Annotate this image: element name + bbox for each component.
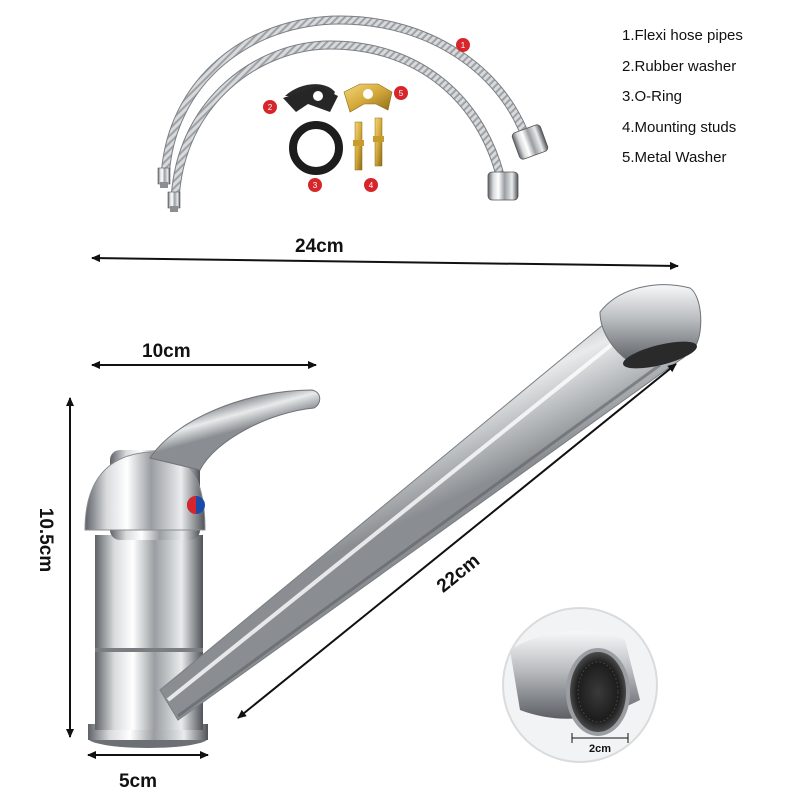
aerator-inset: 2cm [502, 607, 658, 763]
badge-o-ring: 3 [308, 178, 322, 192]
badge-metal-washer: 5 [394, 86, 408, 100]
legend-item-hose: 1.Flexi hose pipes [622, 27, 743, 44]
svg-text:10cm: 10cm [142, 341, 191, 362]
dimension-base-diameter: 5cm [87, 751, 209, 792]
svg-text:5cm: 5cm [119, 771, 157, 792]
dimension-height: 10.5cm [35, 397, 74, 738]
svg-text:4: 4 [369, 181, 374, 190]
svg-text:10.5cm: 10.5cm [35, 508, 56, 572]
svg-text:24cm: 24cm [295, 236, 344, 257]
badge-hose: 1 [456, 38, 470, 52]
svg-text:2: 2 [268, 103, 273, 112]
parts-legend: 1.Flexi hose pipes 2.Rubber washer 3.O-R… [622, 26, 743, 179]
legend-item-rubber-washer: 2.Rubber washer [622, 57, 737, 75]
svg-text:3: 3 [313, 181, 318, 190]
dimension-handle-length: 10cm [91, 341, 317, 369]
legend-item-mounting-studs: 4.Mounting studs [622, 118, 737, 136]
mounting-studs [353, 117, 384, 171]
legend-item-o-ring: 3.O-Ring [622, 88, 683, 105]
flexi-hose-pipes [157, 15, 549, 212]
aerator-dimension-label: 2cm [589, 743, 611, 755]
dimension-overall-width: 24cm [91, 236, 679, 270]
legend-item-metal-washer: 5.Metal Washer [622, 149, 727, 166]
svg-text:5: 5 [399, 89, 404, 98]
badge-rubber-washer: 2 [263, 100, 277, 114]
svg-text:1: 1 [461, 41, 466, 50]
o-ring [289, 121, 343, 175]
rubber-washer [283, 84, 338, 112]
metal-washer [343, 83, 393, 113]
svg-text:22cm: 22cm [433, 550, 484, 597]
badge-studs: 4 [364, 178, 378, 192]
